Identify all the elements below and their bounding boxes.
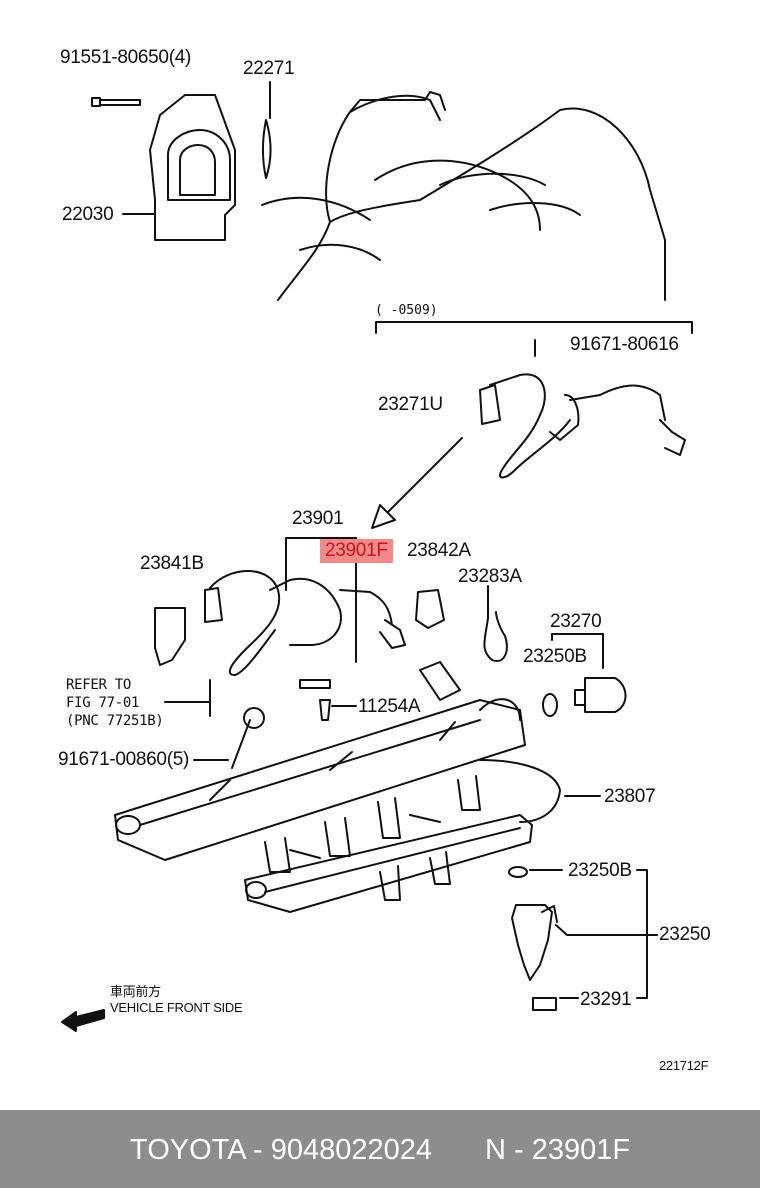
label-insulator-23291: 23291	[580, 989, 632, 1010]
regulator-drawing	[542, 633, 627, 717]
label-bolt-top: 91551-80650(4)	[60, 47, 192, 68]
footer-bar: TOYOTA - 9048022024 N - 23901F	[0, 1110, 760, 1188]
label-hose-23271u: 23271U	[378, 394, 443, 415]
label-front-en: VEHICLE FRONT SIDE	[110, 1000, 243, 1015]
label-rail-23807: 23807	[604, 786, 656, 807]
label-bolt-right: 91671-80616	[570, 334, 679, 355]
label-regulator-23270: 23270	[550, 611, 602, 632]
label-throttle-body: 22030	[62, 204, 114, 225]
label-wire-23283a: 23283A	[458, 566, 522, 587]
label-oring-23250b-a: 23250B	[523, 646, 587, 667]
intake-manifold-drawing	[261, 91, 666, 301]
label-refer-line3: (PNC 77251B)	[66, 713, 164, 729]
label-injector-23250: 23250	[659, 924, 711, 945]
injector-drawing	[508, 866, 658, 1011]
label-date-range: ( -0509)	[375, 303, 438, 318]
label-oring-23250b-b: 23250B	[568, 860, 632, 881]
footer-brand-code: TOYOTA - 9048022024	[130, 1134, 433, 1166]
fuel-rail-drawing	[114, 661, 601, 913]
label-bolt-left: 91671-00860(5)	[58, 749, 190, 770]
label-assy-23901: 23901	[292, 508, 344, 529]
label-refer-line1: REFER TO	[66, 677, 132, 693]
throttle-body-drawing	[122, 94, 236, 241]
label-sensor-11254a: 11254A	[358, 696, 421, 717]
hose-assembly-drawing	[204, 570, 406, 689]
label-gasket-top: 22271	[243, 58, 295, 79]
label-figure-number: 221712F	[659, 1058, 709, 1073]
label-front-jp: 車両前方	[110, 985, 161, 1000]
diagram-drawing	[61, 81, 693, 1032]
footer-part-number: N - 23901F	[485, 1134, 631, 1166]
parts-diagram: 91551-80650(4) 22271 22030 ( -0509) 9167…	[58, 47, 711, 1073]
label-refer-line2: FIG 77-01	[66, 695, 140, 711]
label-clip-23842a: 23842A	[407, 540, 471, 561]
label-clip-23841b: 23841B	[140, 553, 204, 574]
upper-hose-drawing	[479, 339, 686, 479]
label-assy-23901f-highlight[interactable]: 23901F	[320, 539, 393, 563]
bolt-drawing	[91, 97, 141, 107]
